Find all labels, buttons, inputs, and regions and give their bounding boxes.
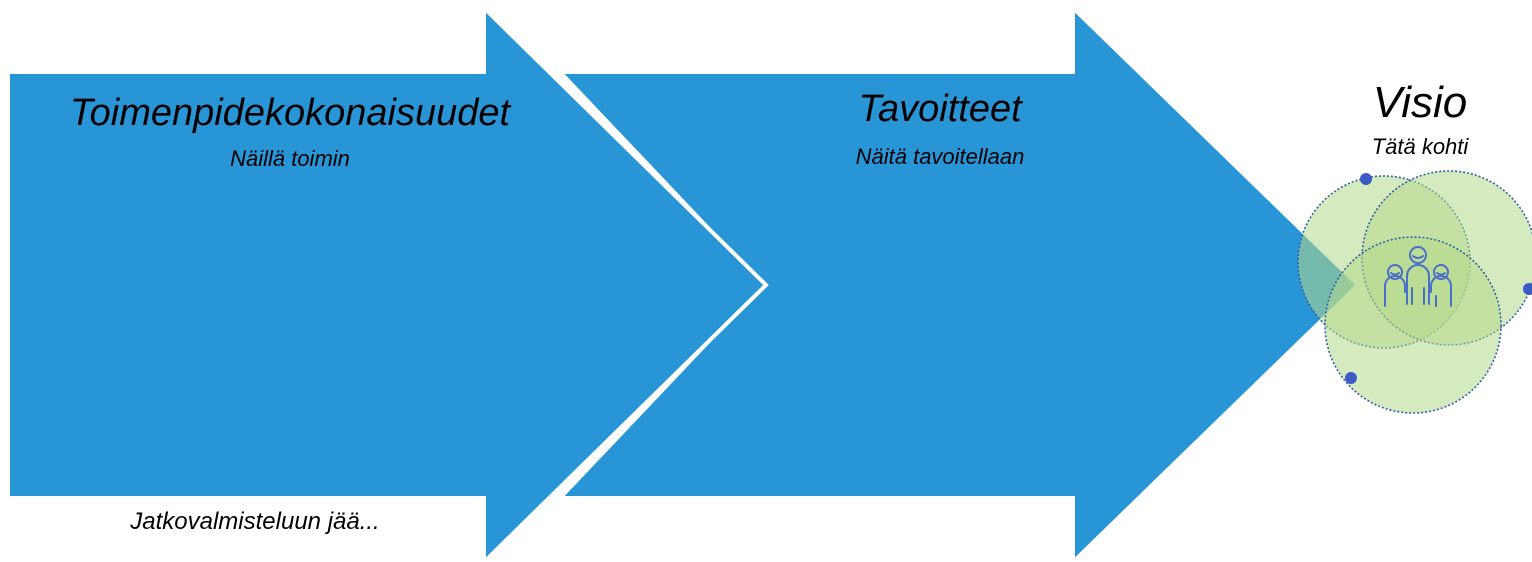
step-title-tavoitteet: Tavoitteet <box>858 88 1022 130</box>
vision-circle-bottom <box>1324 236 1502 414</box>
vision-circles <box>1297 170 1532 414</box>
step-subtitle-tavoitteet: Näitä tavoitellaan <box>855 144 1025 169</box>
people-group-icon <box>1384 246 1452 307</box>
step-subtitle-toimenpidekokonaisuudet: Näillä toimin <box>230 146 350 171</box>
step-title-toimenpidekokonaisuudet: Toimenpidekokonaisuudet <box>69 92 511 134</box>
vision-dot-top <box>1360 173 1372 185</box>
vision-dot-bottom <box>1345 372 1357 384</box>
step-title-visio: Visio <box>1372 78 1468 127</box>
vision-dot-right <box>1523 283 1532 295</box>
step-note-jatkovalmistelu: Jatkovalmisteluun jää... <box>130 508 380 535</box>
step-subtitle-visio: Tätä kohti <box>1371 134 1469 159</box>
arrow-toimenpidekokonaisuudet <box>6 3 769 562</box>
